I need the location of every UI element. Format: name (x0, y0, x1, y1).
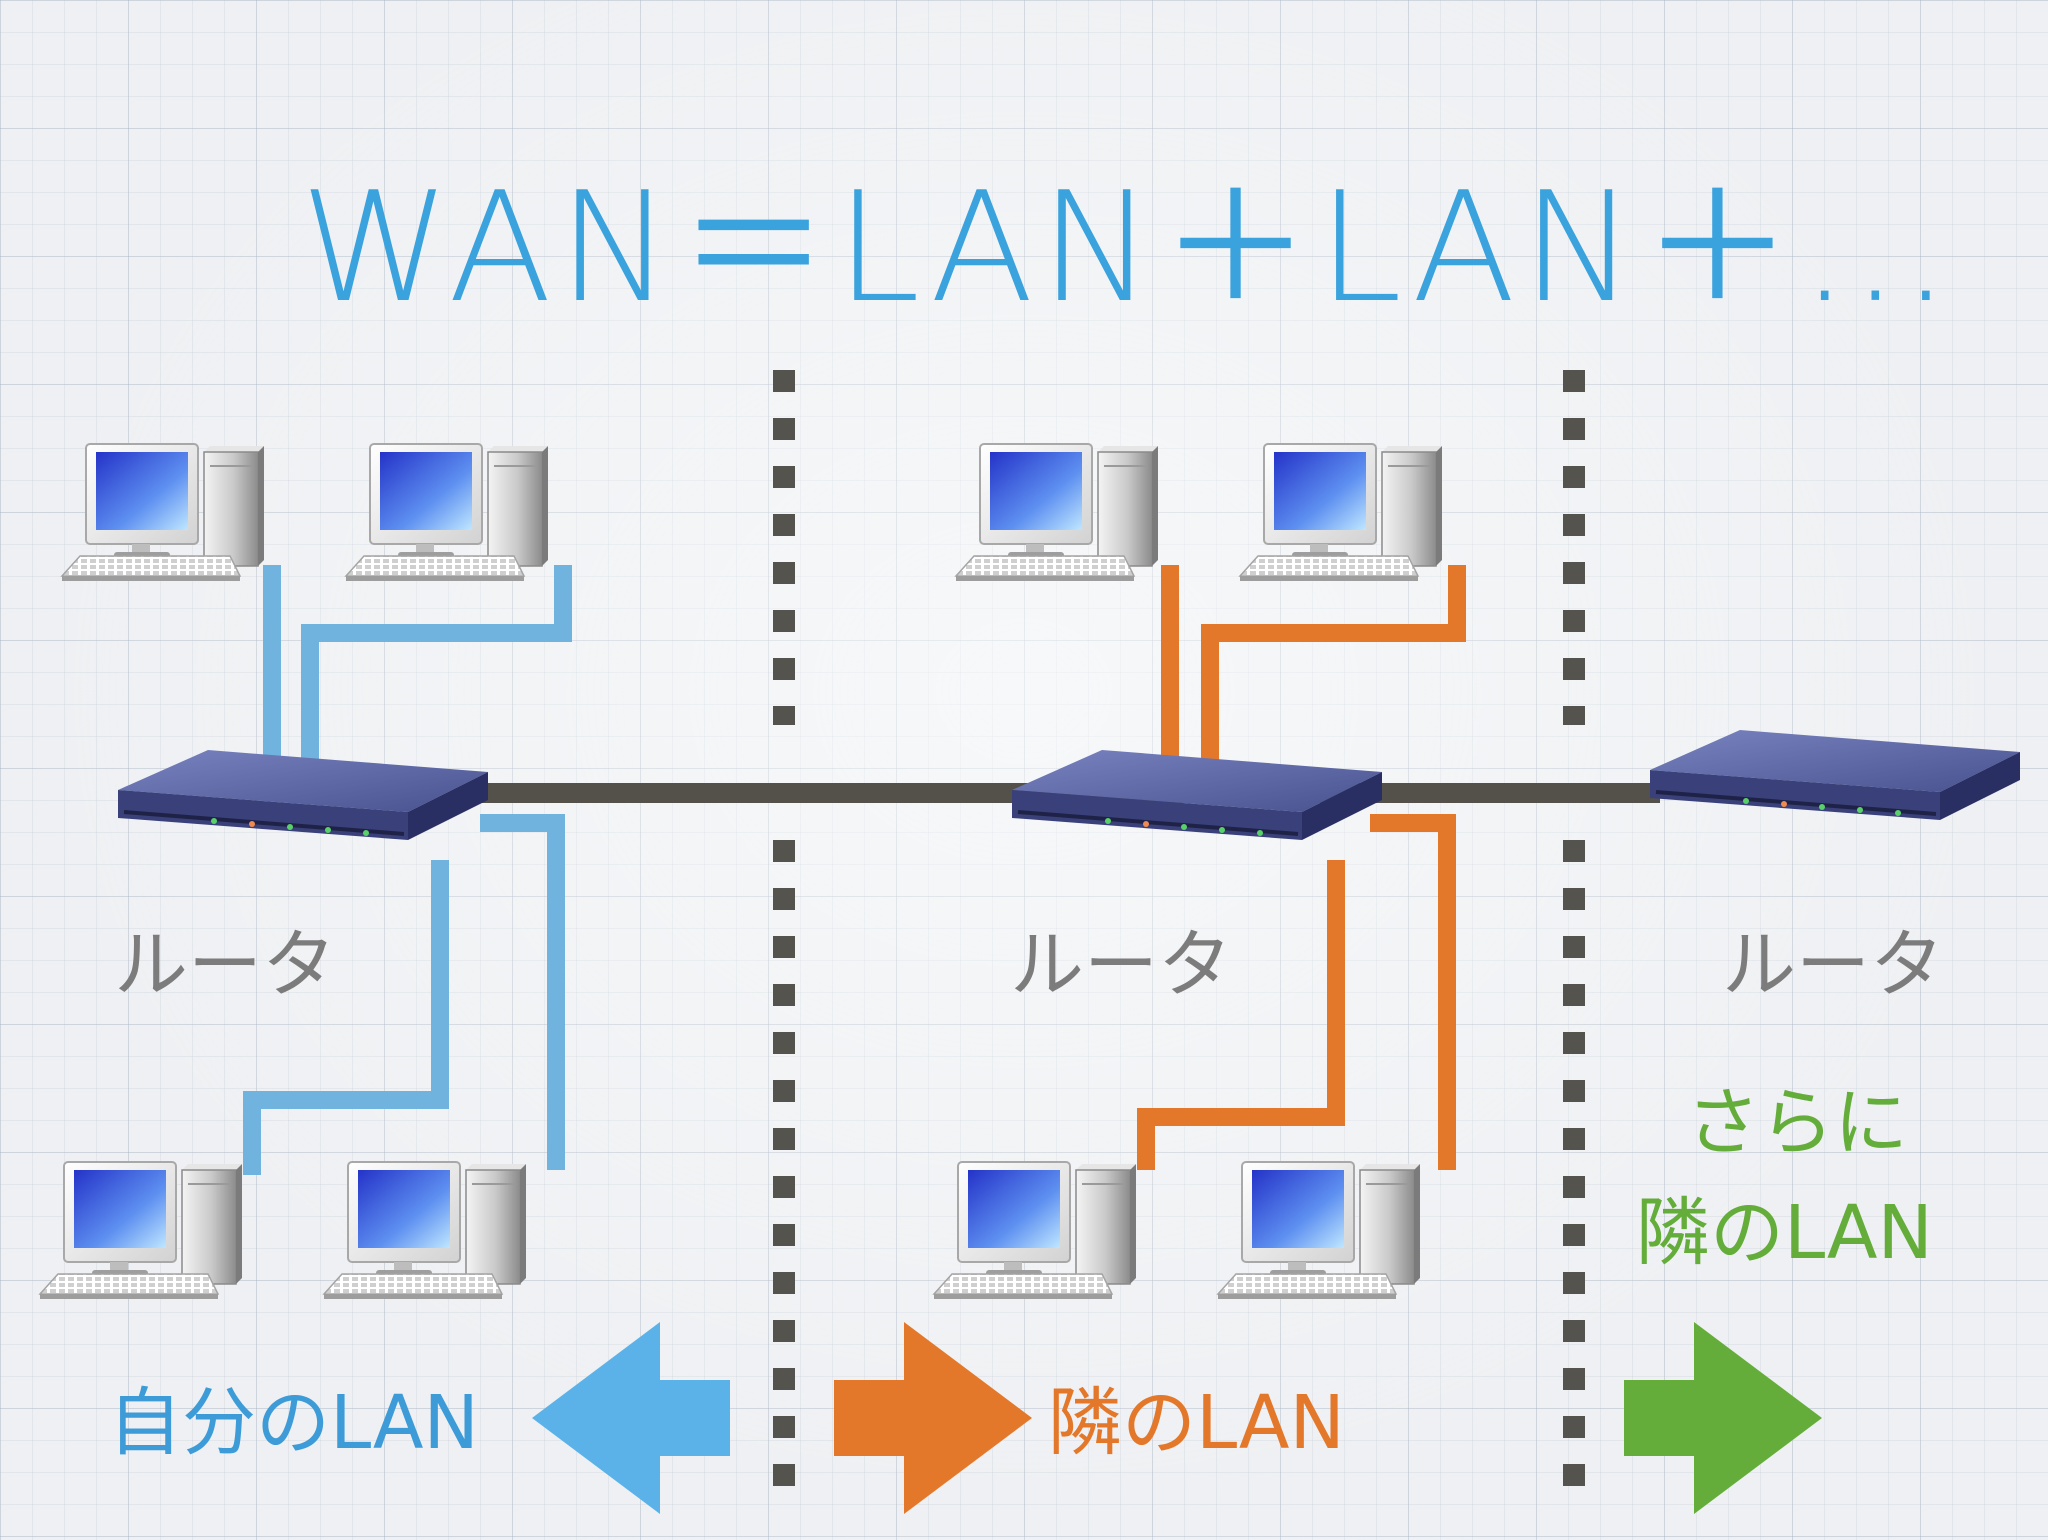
router-label-next: ルータ (1010, 922, 1232, 1008)
pc-own-top-right (345, 443, 549, 582)
label-further-line2: 隣のLAN (1636, 1190, 1933, 1276)
router-next (1010, 748, 1384, 842)
pc-next-bottom-left (933, 1161, 1137, 1300)
own-lan-cables (243, 565, 572, 1175)
router-label-own: ルータ (114, 922, 336, 1008)
next-lan-cables (1137, 565, 1466, 1170)
label-next-lan: 隣のLAN (1048, 1380, 1345, 1466)
router-own (116, 748, 490, 842)
pc-next-bottom-right (1217, 1161, 1421, 1300)
arrow-left-blue-icon (532, 1322, 730, 1514)
arrow-right-green-icon (1624, 1322, 1822, 1514)
pc-own-top-left (61, 443, 265, 582)
router-further (1648, 728, 2022, 822)
arrow-right-orange-icon (834, 1322, 1032, 1514)
pc-next-top-left (955, 443, 1159, 582)
pc-own-bottom-left (39, 1161, 243, 1300)
label-own-lan: 自分のLAN (108, 1380, 479, 1466)
pc-own-bottom-right (323, 1161, 527, 1300)
router-label-further: ルータ (1722, 922, 1944, 1008)
pc-next-top-right (1239, 443, 1443, 582)
label-further-line1: さらに (1686, 1080, 1908, 1166)
diagram-title: WAN＝LAN＋LAN＋… (300, 159, 1958, 336)
